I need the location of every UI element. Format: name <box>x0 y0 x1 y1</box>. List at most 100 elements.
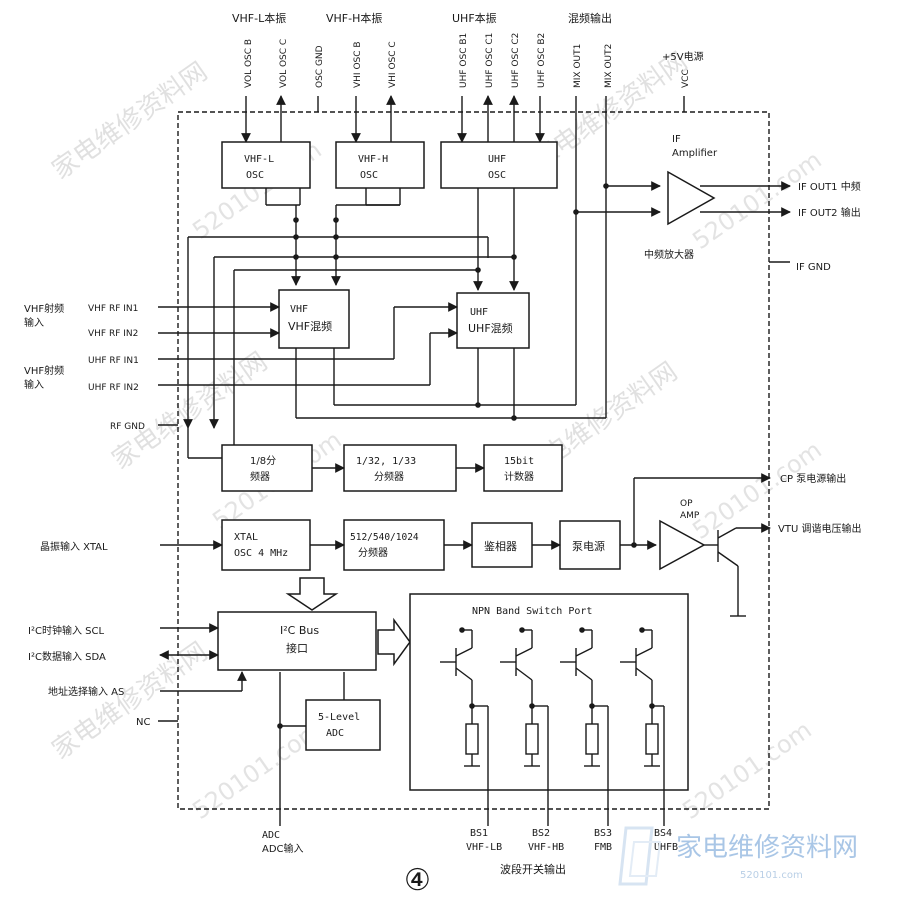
op-amp-label: AMP <box>680 511 700 521</box>
pin-label: MIX OUT2 <box>604 44 614 88</box>
band-switch-output-caption: 波段开关输出 <box>500 862 566 876</box>
bs3-band: FMB <box>594 842 612 853</box>
vhf-h-osc-block <box>335 141 425 189</box>
adc-pin-label: ADC输入 <box>262 842 304 855</box>
block-label: I²C Bus <box>280 624 319 637</box>
group-label-vhf-l: VHF-L本振 <box>232 11 286 25</box>
block-label: 接口 <box>286 642 308 655</box>
block-label: 15bit <box>504 456 534 467</box>
i2c-bus-block <box>217 611 377 671</box>
block-label: 分频器 <box>374 470 404 483</box>
vhf-rf-in2-label: VHF RF IN2 <box>88 329 138 339</box>
block-label: UHF混频 <box>468 321 513 335</box>
group-label-vhf-h: VHF-H本振 <box>326 11 382 25</box>
if-amp-caption: 中频放大器 <box>644 248 694 261</box>
if-gnd-label: IF GND <box>796 262 831 273</box>
block-label: 频器 <box>250 470 270 483</box>
pin-label: VOL OSC C <box>279 39 289 88</box>
if-amp-title: IF <box>672 134 681 145</box>
vhf-mixer-block <box>278 289 350 349</box>
bs1-band: VHF-LB <box>466 842 502 853</box>
logo-url: 520101.com <box>740 870 803 881</box>
block-label: OSC 4 MHz <box>234 548 288 559</box>
nc-label: NC <box>136 717 150 728</box>
bs4-band: UHFB <box>654 842 678 853</box>
watermark-text: 家电维修资料网 <box>47 57 213 186</box>
xtal-osc-block <box>221 519 311 571</box>
block-label: ADC <box>326 728 344 739</box>
chip-outline <box>177 111 770 810</box>
block-label: 512/540/1024 <box>350 532 419 543</box>
bus-right-arrow <box>377 617 411 667</box>
group-label-uhf: UHF本振 <box>452 11 497 25</box>
adc-pin-label: ADC <box>262 830 280 841</box>
watermark-logo: 家电维修资料网 520101.com <box>618 826 858 886</box>
sda-input-label: I²C数据输入 SDA <box>28 650 106 663</box>
vhf-l-osc-block <box>221 141 311 189</box>
block-label: VHF-H <box>358 154 388 165</box>
div32-block <box>343 444 457 492</box>
if-out2-label: IF OUT2 输出 <box>798 206 861 219</box>
block-label: 5-Level <box>318 712 360 723</box>
phase-detector-block <box>471 522 533 568</box>
block-label: UHF <box>470 307 488 318</box>
block-label: XTAL <box>234 532 258 543</box>
div8-block <box>221 444 313 492</box>
adc-block <box>305 699 381 751</box>
band-switch-title: NPN Band Switch Port <box>472 606 592 617</box>
uhf-mixer-block <box>456 292 530 349</box>
figure-number: ④ <box>404 863 431 898</box>
block-label: 计数器 <box>504 470 534 483</box>
band-switch-port <box>409 593 689 791</box>
block-label: 1/32, 1/33 <box>356 456 416 467</box>
vtu-output-label: VTU 调谐电压输出 <box>778 522 861 535</box>
uhf-rf-in1-label: UHF RF IN1 <box>88 356 139 366</box>
pin-label: UHF OSC C1 <box>485 33 495 88</box>
vcc-supply-label: +5V电源 <box>662 50 704 63</box>
bus-up-arrow <box>285 577 339 611</box>
cp-output-label: CP 泵电源输出 <box>780 472 846 485</box>
scl-input-label: I²C时钟输入 SCL <box>28 624 104 637</box>
bs3-label: BS3 <box>594 828 612 839</box>
vhf-rf-group-label: 输入 <box>24 316 44 329</box>
block-label: OSC <box>246 170 264 181</box>
rf-gnd-label: RF GND <box>110 422 145 432</box>
watermark-text: 520101.com <box>677 716 816 825</box>
if-out1-label: IF OUT1 中频 <box>798 180 861 193</box>
block-label: VHF-L <box>244 154 274 165</box>
block-label: VHF混频 <box>288 319 332 333</box>
block-label: 1/8分 <box>250 455 276 467</box>
vhf-rf-group-label: VHF射频 <box>24 302 64 315</box>
block-label: VHF <box>290 304 308 315</box>
as-input-label: 地址选择输入 AS <box>48 685 124 698</box>
uhf-rf-group-label: 输入 <box>24 378 44 391</box>
pin-label: UHF OSC B2 <box>537 33 547 88</box>
pin-label: OSC GND <box>315 45 325 88</box>
block-label: OSC <box>360 170 378 181</box>
block-label: 鉴相器 <box>484 540 517 553</box>
div512-block <box>343 519 445 571</box>
pin-label: UHF OSC B1 <box>459 33 469 88</box>
pin-label: VCC <box>681 69 691 88</box>
op-amp <box>659 519 706 571</box>
block-label: 分频器 <box>358 546 388 559</box>
bs4-label: BS4 <box>654 828 672 839</box>
group-label-mix: 混频输出 <box>568 11 612 25</box>
block-label: 泵电源 <box>572 539 605 553</box>
if-amplifier <box>667 170 716 226</box>
uhf-osc-block <box>440 141 558 189</box>
pin-label: VHI OSC B <box>353 41 363 88</box>
bs2-band: VHF-HB <box>528 842 564 853</box>
block-label: OSC <box>488 170 506 181</box>
pin-label: UHF OSC C2 <box>511 33 521 88</box>
counter-block <box>483 444 563 492</box>
band-switch-transistors <box>440 627 665 826</box>
pin-label: VHI OSC C <box>388 41 398 88</box>
logo-text: 家电维修资料网 <box>676 833 858 863</box>
pin-label: VOL OSC B <box>244 39 254 88</box>
output-transistor <box>704 523 771 617</box>
bs1-label: BS1 <box>470 828 488 839</box>
bs2-label: BS2 <box>532 828 550 839</box>
pin-label: MIX OUT1 <box>573 44 583 88</box>
